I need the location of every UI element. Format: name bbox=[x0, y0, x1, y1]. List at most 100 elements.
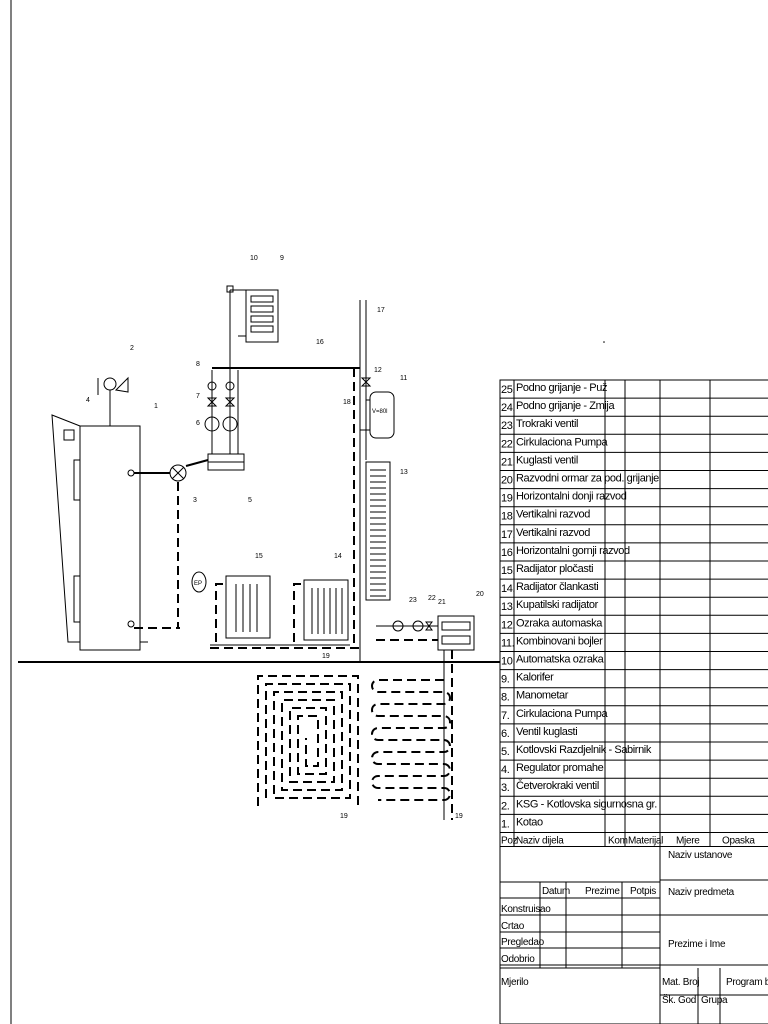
calorifer bbox=[245, 289, 279, 343]
callout-number: 21 bbox=[438, 599, 446, 606]
three-way-valve bbox=[392, 620, 404, 632]
table-header-opaska: Opaska bbox=[722, 836, 755, 847]
part-name: Automatska ozraka bbox=[516, 654, 605, 666]
part-name: Podno grijanje - Zmija bbox=[516, 400, 615, 412]
floor-heating-manifold bbox=[437, 615, 475, 651]
parts-row: 1.Kotao bbox=[501, 816, 543, 830]
part-name: Regulator promahe bbox=[516, 762, 604, 774]
part-name: Kotlovski Razdjelnik - Sabirnik bbox=[516, 744, 652, 756]
safety-group-gauge bbox=[103, 377, 117, 391]
callout-number: 13 bbox=[400, 469, 408, 476]
part-number: 11. bbox=[501, 637, 515, 649]
part-name: Radijator člankasti bbox=[516, 581, 598, 593]
group-label: Grupa bbox=[701, 995, 728, 1006]
expansion-vessel-label: EP bbox=[194, 581, 202, 587]
callout-number: 14 bbox=[334, 553, 342, 560]
callout-number: 2 bbox=[130, 345, 134, 352]
boiler-door-top bbox=[73, 459, 81, 501]
part-number: 10. bbox=[501, 656, 515, 668]
part-number: 19. bbox=[501, 493, 515, 505]
student-id-label: Mat. Broj bbox=[662, 977, 699, 988]
part-number: 8. bbox=[501, 692, 510, 704]
parts-row: 22.Cirkulaciona Pumpa bbox=[501, 436, 609, 450]
part-number: 17. bbox=[501, 529, 515, 541]
institution-name-label: Naziv ustanove bbox=[668, 850, 733, 861]
part-name: Cirkulaciona Pumpa bbox=[516, 436, 609, 448]
approval-row-label: Odobrio bbox=[501, 954, 535, 965]
part-number: 5. bbox=[501, 746, 510, 758]
approval-row-label: Konstruisao bbox=[501, 904, 551, 915]
boiler-drain bbox=[139, 632, 148, 643]
scale-label: Mjerilo bbox=[501, 977, 529, 988]
parts-row: 17.Vertikalni razvod bbox=[501, 527, 591, 541]
parts-row: 24.Podno grijanje - Zmija bbox=[501, 400, 616, 414]
calorifer-fin bbox=[250, 315, 274, 323]
parts-row: 4.Regulator promahe bbox=[501, 762, 604, 776]
radiator-15-pipe bbox=[215, 583, 226, 642]
valve-to-manifold bbox=[185, 459, 209, 467]
boiler-flow-connection bbox=[127, 469, 135, 477]
callout-number: 4 bbox=[86, 397, 90, 404]
approval-row-label: Pregledao bbox=[501, 937, 545, 948]
part-name: Vertikalni razvod bbox=[516, 509, 590, 521]
signature-column-label: Potpis bbox=[630, 886, 656, 897]
callout-number: 15 bbox=[255, 553, 263, 560]
calorifer-fin bbox=[250, 325, 274, 333]
surname-column-label: Prezime bbox=[585, 886, 620, 897]
floor-heating-serpentine bbox=[371, 679, 451, 801]
part-name: Ventil kuglasti bbox=[516, 726, 577, 738]
parts-row: 7. Cirkulaciona Pumpa bbox=[501, 708, 609, 722]
part-name: Kupatilski radijator bbox=[516, 599, 599, 611]
part-number: 16. bbox=[501, 547, 515, 559]
part-number: 6. bbox=[501, 728, 510, 740]
callout-number: 7 bbox=[196, 393, 200, 400]
part-name: Cirkulaciona Pumpa bbox=[516, 708, 609, 720]
parts-row: 13.Kupatilski radijator bbox=[501, 599, 599, 613]
part-name: Trokraki ventil bbox=[516, 418, 578, 430]
callout-number: 8 bbox=[196, 361, 200, 368]
callout-number: 9 bbox=[280, 255, 284, 262]
heating-schematic: V=80l EP bbox=[18, 285, 500, 820]
callout-number: 17 bbox=[377, 307, 385, 314]
part-name: KSG - Kotlovska sigurnosna gr. bbox=[516, 798, 657, 810]
parts-row: 2. KSG - Kotlovska sigurnosna gr. bbox=[501, 798, 658, 812]
sectional-radiator-14 bbox=[303, 579, 349, 641]
safety-group-valve bbox=[114, 376, 129, 393]
parts-row: 14.Radijator člankasti bbox=[501, 581, 599, 595]
callout-number: 12 bbox=[374, 367, 382, 374]
parts-row: 8.Manometar bbox=[501, 690, 569, 704]
callout-number: 19 bbox=[322, 653, 330, 660]
subject-name-label: Naziv predmeta bbox=[668, 887, 735, 898]
approval-row-label: Crtao bbox=[501, 921, 525, 932]
part-name: Kotao bbox=[516, 816, 543, 828]
part-number: 9. bbox=[501, 674, 510, 686]
part-name: Kalorifer bbox=[516, 672, 554, 684]
part-number: 3. bbox=[501, 782, 510, 794]
parts-row: 12.Ozraka automaska bbox=[501, 617, 604, 631]
manifold-bar bbox=[441, 635, 471, 645]
part-number: 15. bbox=[501, 565, 515, 577]
parts-row: 19.Horizontalni donji razvod bbox=[501, 491, 627, 505]
part-number: 2. bbox=[501, 800, 510, 812]
part-number: 22. bbox=[501, 438, 515, 450]
callout-number: 6 bbox=[196, 420, 200, 427]
part-name: Kuglasti ventil bbox=[516, 454, 578, 466]
part-number: 24. bbox=[501, 402, 515, 414]
boiler-kotao bbox=[79, 425, 141, 651]
boiler-return-connection bbox=[127, 620, 135, 628]
callout-number: 20 bbox=[476, 591, 484, 598]
part-name: Ozraka automaska bbox=[516, 617, 603, 629]
parts-row: 10.Automatska ozraka bbox=[501, 654, 605, 668]
part-number: 21. bbox=[501, 456, 515, 468]
table-header-kom: Kom bbox=[608, 836, 628, 847]
part-number: 7. bbox=[501, 710, 510, 722]
parts-row: 3.Četverokraki ventil bbox=[501, 779, 599, 794]
parts-row: 18.Vertikalni razvod bbox=[501, 509, 591, 523]
parts-row: 16.Horizontalni gornji razvod bbox=[501, 545, 630, 559]
parts-row: 6. Ventil kuglasti bbox=[501, 726, 578, 740]
student-name-label: Prezime i Ime bbox=[668, 939, 726, 950]
program-number-label: Program br bbox=[726, 977, 768, 988]
